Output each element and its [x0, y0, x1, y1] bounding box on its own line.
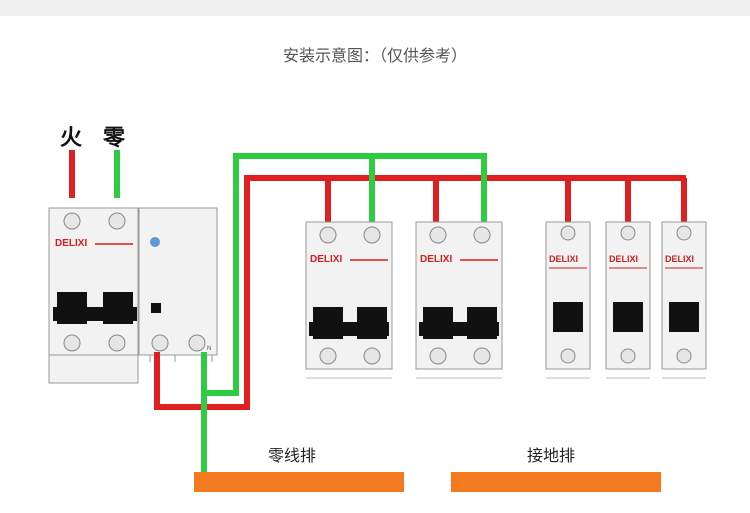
branch-breaker-2p-2: DELIXI: [415, 221, 503, 379]
main-breaker: DELIXI: [48, 207, 139, 384]
neutral-distribution-wire: [201, 153, 487, 396]
rcd-module: N: [138, 207, 218, 362]
rcd-terminal-mark: N: [207, 346, 211, 352]
top-bar: [0, 0, 750, 16]
neutral-busbar: [194, 472, 404, 492]
ground-busbar: [451, 472, 661, 492]
branch-breaker-1p-3: DELIXI: [661, 221, 707, 379]
neutral-label: 零: [103, 126, 126, 151]
brand-text: DELIXI: [549, 254, 578, 264]
ground-busbar-label: 接地排: [527, 446, 576, 465]
brand-text: DELIXI: [310, 254, 342, 265]
branch-breaker-1p-1: DELIXI: [545, 221, 591, 379]
live-label: 火: [60, 126, 83, 151]
branch-breaker-2p-1: DELIXI: [305, 221, 393, 379]
brand-text: DELIXI: [55, 238, 87, 249]
brand-text: DELIXI: [609, 254, 638, 264]
brand-text: DELIXI: [420, 254, 452, 265]
brand-text: DELIXI: [665, 254, 694, 264]
diagram-title: 安装示意图：（仅供参考）: [282, 46, 467, 65]
neutral-busbar-label: 零线排: [268, 446, 317, 465]
live-distribution-wire: [154, 175, 686, 410]
branch-breaker-1p-2: DELIXI: [605, 221, 651, 379]
